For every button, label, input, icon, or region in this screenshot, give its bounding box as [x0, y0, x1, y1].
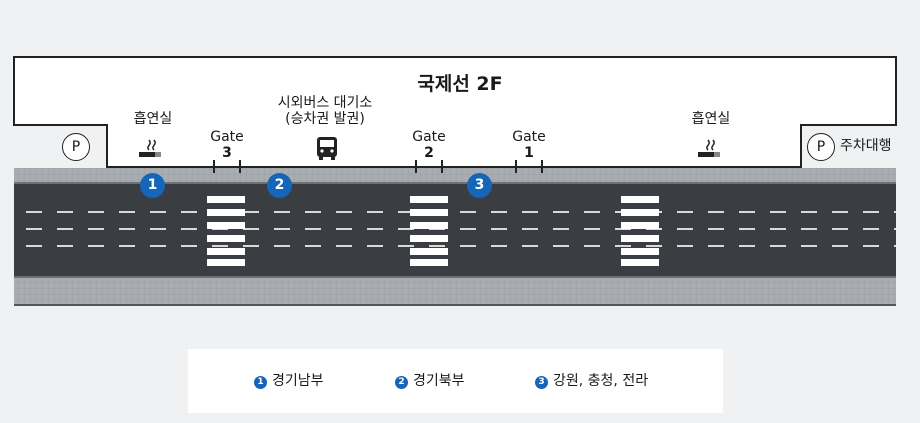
gate-number: 2 — [424, 145, 434, 161]
floor-title: 국제선 2F — [417, 73, 503, 95]
crosswalk — [621, 196, 659, 266]
legend-item: 3 강원, 충청, 전라 — [535, 372, 648, 390]
gate-3: Gate 3 — [207, 129, 247, 161]
cigarette-icon — [698, 139, 720, 157]
ticket-office-label: (승차권 발권) — [285, 111, 365, 127]
parking-icon: P — [62, 133, 90, 161]
road — [14, 184, 896, 277]
smoking-room-label: 흡연실 — [133, 111, 173, 127]
legend-item: 1 경기남부 — [254, 372, 324, 390]
smoking-room-label: 흡연실 — [691, 111, 731, 127]
legend: 1 경기남부 2 경기북부 3 강원, 충청, 전라 — [188, 349, 723, 413]
upper-sidewalk — [14, 168, 896, 183]
cigarette-icon — [139, 139, 161, 157]
parking-icon: P — [807, 133, 835, 161]
legend-item: 2 경기북부 — [395, 372, 465, 390]
crosswalk — [207, 196, 245, 266]
lower-sidewalk — [14, 278, 896, 305]
bus-icon — [317, 137, 337, 160]
gate-number: 3 — [222, 145, 232, 161]
gate-number: 1 — [524, 145, 534, 161]
legend-badge: 2 — [395, 376, 408, 389]
boarding-zone-lines — [133, 160, 801, 173]
gate-label: Gate — [512, 129, 546, 145]
crosswalk — [410, 196, 448, 266]
bus-stop-badge-3: 3 — [467, 173, 492, 198]
gate-1: Gate 1 — [509, 129, 549, 161]
bus-stop-badge-1: 1 — [140, 173, 165, 198]
legend-badge: 1 — [254, 376, 267, 389]
valet-parking-label: 주차대행 — [840, 138, 892, 154]
legend-label: 경기북부 — [413, 373, 465, 389]
legend-label: 경기남부 — [272, 373, 324, 389]
gate-label: Gate — [210, 129, 244, 145]
bus-stop-badge-2: 2 — [267, 173, 292, 198]
gate-2: Gate 2 — [409, 129, 449, 161]
legend-badge: 3 — [535, 376, 548, 389]
bus-waiting-area-label: 시외버스 대기소 — [277, 95, 373, 111]
gate-label: Gate — [412, 129, 446, 145]
lane-markings — [26, 211, 896, 247]
legend-label: 강원, 충청, 전라 — [553, 373, 649, 389]
